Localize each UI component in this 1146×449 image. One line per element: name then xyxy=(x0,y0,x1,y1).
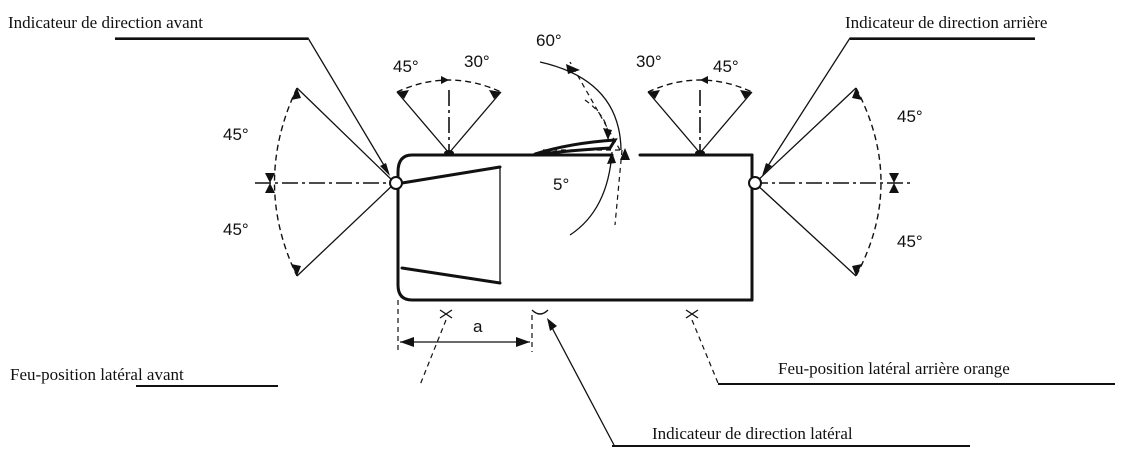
side-indicator-label: Indicateur de direction latéral xyxy=(652,424,853,443)
front-side-fan xyxy=(396,76,502,156)
front-indicator-label: Indicateur de direction avant xyxy=(8,13,203,32)
vehicle-outline xyxy=(396,138,754,302)
rear-indicator-beams xyxy=(754,87,899,277)
rear-side-marker-label: Feu-position latéral arrière orange xyxy=(778,359,1010,378)
angle-rear-upper: 45° xyxy=(897,107,923,126)
angle-mirror: 60° xyxy=(536,31,562,50)
angle-front-side-right: 30° xyxy=(464,52,490,71)
angle-front-side-left: 45° xyxy=(393,57,419,76)
front-side-marker-label: Feu-position latéral avant xyxy=(10,365,184,384)
angle-mirror-small: 5° xyxy=(553,175,569,194)
center-lines xyxy=(255,90,910,184)
front-indicator-beams xyxy=(265,87,396,277)
label-underlines xyxy=(115,38,1115,447)
angle-rear-side-left: 30° xyxy=(636,52,662,71)
mirror-angles xyxy=(539,61,630,236)
dimension-a-label: a xyxy=(473,317,483,336)
angle-front-lower: 45° xyxy=(223,220,249,239)
angle-front-upper: 45° xyxy=(223,125,249,144)
angle-rear-lower: 45° xyxy=(897,232,923,251)
lamp-markers xyxy=(389,176,762,319)
angle-rear-side-right: 45° xyxy=(713,57,739,76)
dimension-a: a xyxy=(397,300,533,352)
rear-side-fan xyxy=(647,76,753,156)
rear-indicator-label: Indicateur de direction arrière xyxy=(845,13,1047,32)
